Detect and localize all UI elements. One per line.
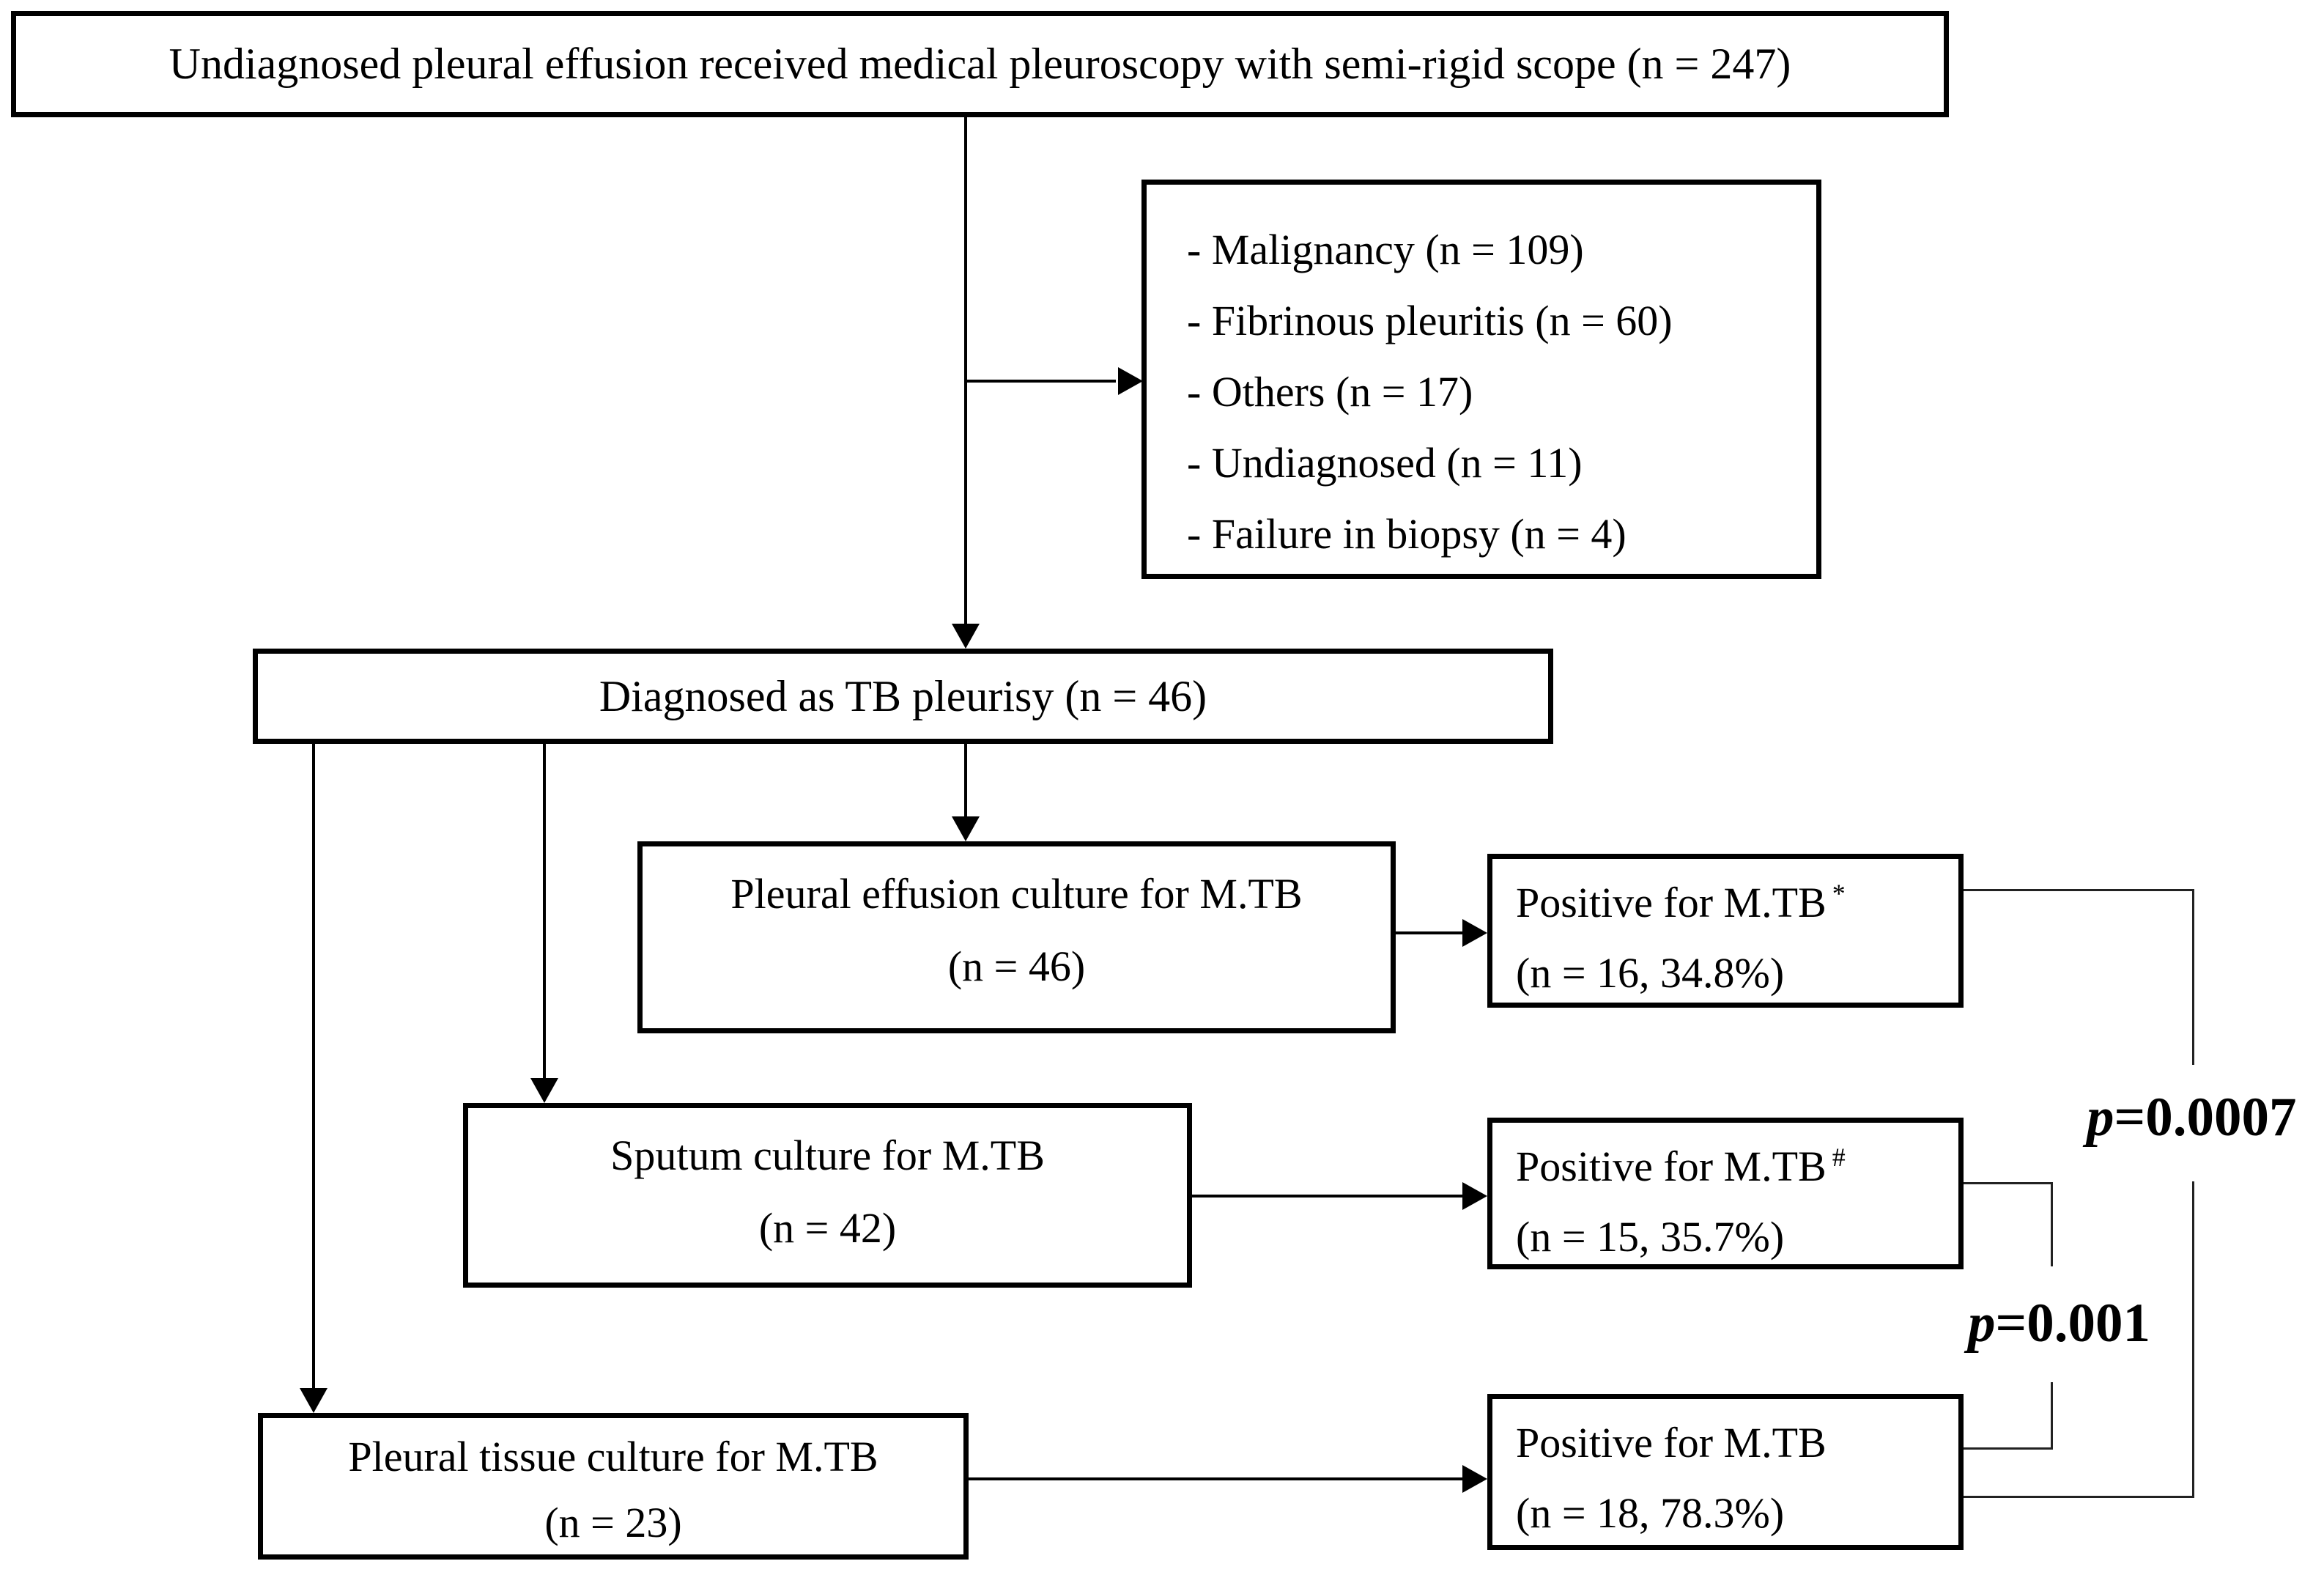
bracket-sputum-upper-vline [2051, 1182, 2053, 1266]
box-enrollment: Undiagnosed pleural effusion received me… [11, 11, 1949, 117]
box-sputum-positive: Positive for M.TB# (n = 15, 35.7%) [1487, 1118, 1964, 1269]
arrow-tissue-to-positive-line [969, 1477, 1464, 1480]
box-pleural-effusion-culture: Pleural effusion culture for M.TB (n = 4… [637, 841, 1396, 1033]
arrowhead-down-icon [952, 816, 980, 841]
arrowhead-down-icon [952, 624, 980, 649]
bracket-sputum-bottom-line [1964, 1447, 2053, 1450]
arrowhead-down-icon [300, 1388, 327, 1413]
effusion-positive-label: Positive for M.TB [1516, 879, 1827, 926]
arrowhead-right-icon [1462, 919, 1487, 947]
arrowhead-right-icon [1462, 1465, 1487, 1493]
asterisk-marker: * [1832, 878, 1846, 908]
effusion-culture-line2: (n = 46) [947, 942, 1086, 990]
bracket-effusion-lower-vline [2192, 1181, 2194, 1498]
diagnosed-label: Diagnosed as TB pleurisy (n = 46) [599, 671, 1207, 720]
effusion-positive-line1: Positive for M.TB* [1516, 868, 1958, 938]
arrowhead-right-icon [1462, 1182, 1487, 1210]
arrow-diagnosed-to-tissue-line [312, 744, 315, 1389]
sputum-positive-label: Positive for M.TB [1516, 1143, 1827, 1190]
bracket-sputum-top-line [1964, 1182, 2053, 1184]
p-value-effusion-vs-tissue: p=0.0007 [2081, 1086, 2303, 1149]
p-value-text: =0.001 [1995, 1293, 2151, 1354]
tissue-positive-label: Positive for M.TB [1516, 1419, 1827, 1466]
exclusion-item-undiagnosed: - Undiagnosed (n = 11) [1187, 439, 1583, 487]
box-exclusions: - Malignancy (n = 109) - Fibrinous pleur… [1141, 180, 1821, 579]
arrow-sputum-to-positive-line [1192, 1195, 1464, 1198]
tissue-culture-line1: Pleural tissue culture for M.TB [348, 1433, 878, 1480]
sputum-positive-line1: Positive for M.TB# [1516, 1132, 1958, 1202]
box-tissue-positive: Positive for M.TB (n = 18, 78.3%) [1487, 1394, 1964, 1550]
bracket-effusion-upper-vline [2192, 889, 2194, 1065]
sputum-positive-line2: (n = 15, 35.7%) [1516, 1212, 1785, 1261]
sputum-culture-line1: Sputum culture for M.TB [610, 1132, 1045, 1179]
p-symbol: p [1968, 1293, 1996, 1354]
arrow-diagnosed-to-sputum-line [543, 744, 546, 1080]
p-symbol: p [2087, 1087, 2114, 1148]
p-value-text: =0.0007 [2114, 1087, 2297, 1148]
tissue-positive-line2: (n = 18, 78.3%) [1516, 1488, 1785, 1537]
box-diagnosed-tb-pleurisy: Diagnosed as TB pleurisy (n = 46) [253, 649, 1553, 744]
effusion-positive-line2: (n = 16, 34.8%) [1516, 948, 1785, 997]
exclusion-item-fibrinous-pleuritis: - Fibrinous pleuritis (n = 60) [1187, 297, 1673, 344]
tissue-culture-line2: (n = 23) [544, 1498, 682, 1546]
arrowhead-right-icon [1118, 367, 1143, 395]
arrow-to-exclusions-line [966, 380, 1116, 383]
sputum-culture-line2: (n = 42) [758, 1203, 897, 1252]
exclusion-item-biopsy-failure: - Failure in biopsy (n = 4) [1187, 510, 1627, 558]
arrowhead-down-icon [530, 1078, 558, 1103]
arrow-enrollment-to-diagnosed-line [964, 117, 967, 627]
box-sputum-culture: Sputum culture for M.TB (n = 42) [463, 1103, 1192, 1288]
box-effusion-positive: Positive for M.TB* (n = 16, 34.8%) [1487, 854, 1964, 1008]
bracket-effusion-top-line [1964, 889, 2194, 891]
exclusion-item-others: - Others (n = 17) [1187, 368, 1473, 416]
exclusion-item-malignancy: - Malignancy (n = 109) [1187, 226, 1584, 273]
arrow-effusion-to-positive-line [1396, 931, 1464, 934]
p-value-sputum-vs-tissue: p=0.001 [1962, 1292, 2156, 1355]
effusion-culture-line1: Pleural effusion culture for M.TB [730, 870, 1303, 918]
bracket-sputum-lower-vline [2051, 1382, 2053, 1450]
hash-marker: # [1832, 1142, 1846, 1172]
bracket-effusion-bottom-line [1964, 1496, 2194, 1498]
tissue-positive-line1: Positive for M.TB [1516, 1408, 1958, 1478]
enrollment-label: Undiagnosed pleural effusion received me… [169, 40, 1791, 88]
box-pleural-tissue-culture: Pleural tissue culture for M.TB (n = 23) [258, 1413, 969, 1560]
arrow-diagnosed-to-effusion-line [964, 744, 967, 817]
